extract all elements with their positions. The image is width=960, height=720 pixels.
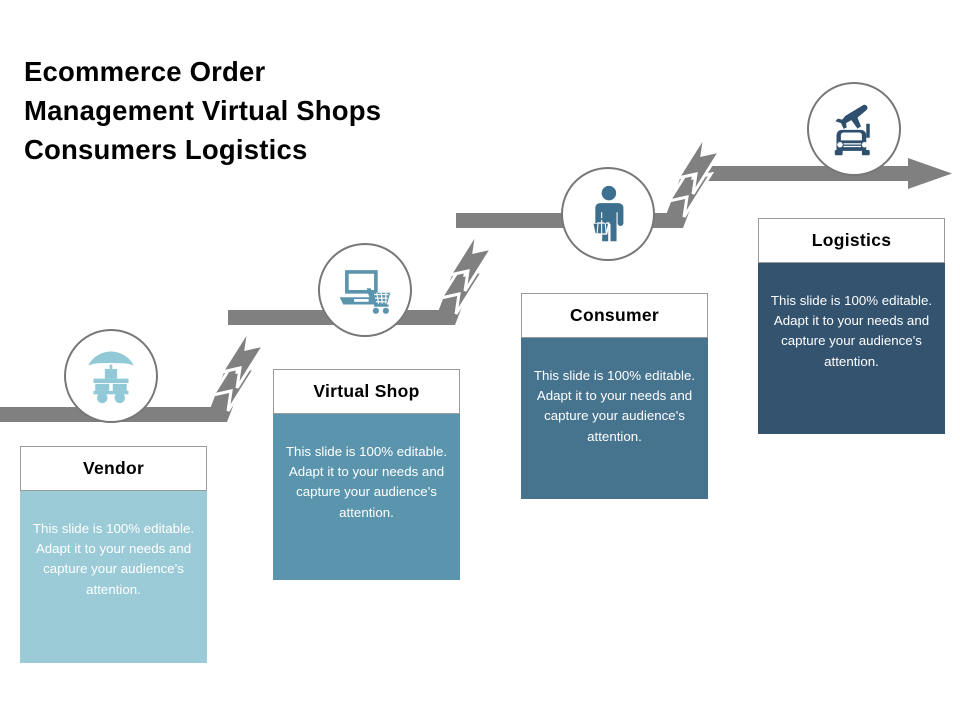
- riser-1-chevrons: [209, 328, 268, 412]
- step-icon-circle-virtual-shop[interactable]: [318, 243, 412, 337]
- step-card-consumer[interactable]: Consumer This slide is 100% editable. Ad…: [521, 293, 708, 499]
- step-icon-circle-consumer[interactable]: [561, 167, 655, 261]
- person-with-basket-icon: [581, 185, 635, 243]
- plane-truck-icon: [826, 100, 882, 158]
- riser-3-chevrons: [665, 134, 724, 218]
- step-icon-circle-vendor[interactable]: [64, 329, 158, 423]
- step-card-header-consumer: Consumer: [521, 293, 708, 338]
- step-card-body-logistics: This slide is 100% editable. Adapt it to…: [758, 263, 945, 434]
- step-card-logistics[interactable]: Logistics This slide is 100% editable. A…: [758, 218, 945, 434]
- step-icon-circle-logistics[interactable]: [807, 82, 901, 176]
- arrow-riser-3: [661, 168, 706, 228]
- step-card-vendor[interactable]: Vendor This slide is 100% editable. Adap…: [20, 446, 207, 663]
- arrow-riser-2: [433, 265, 478, 325]
- market-cart-icon: [83, 348, 139, 404]
- page-title: Ecommerce Order Management Virtual Shops…: [24, 56, 382, 166]
- step-card-virtual-shop[interactable]: Virtual Shop This slide is 100% editable…: [273, 369, 460, 580]
- riser-2-chevrons: [437, 231, 496, 315]
- step-card-body-vendor: This slide is 100% editable. Adapt it to…: [20, 491, 207, 663]
- step-card-header-virtual-shop: Virtual Shop: [273, 369, 460, 414]
- step-card-header-logistics: Logistics: [758, 218, 945, 263]
- arrow-riser-1: [205, 362, 250, 422]
- step-card-header-vendor: Vendor: [20, 446, 207, 491]
- step-card-body-consumer: This slide is 100% editable. Adapt it to…: [521, 338, 708, 499]
- step-card-body-virtual-shop: This slide is 100% editable. Adapt it to…: [273, 414, 460, 580]
- laptop-shopping-cart-icon: [336, 261, 394, 319]
- arrow-head-right: [908, 158, 952, 189]
